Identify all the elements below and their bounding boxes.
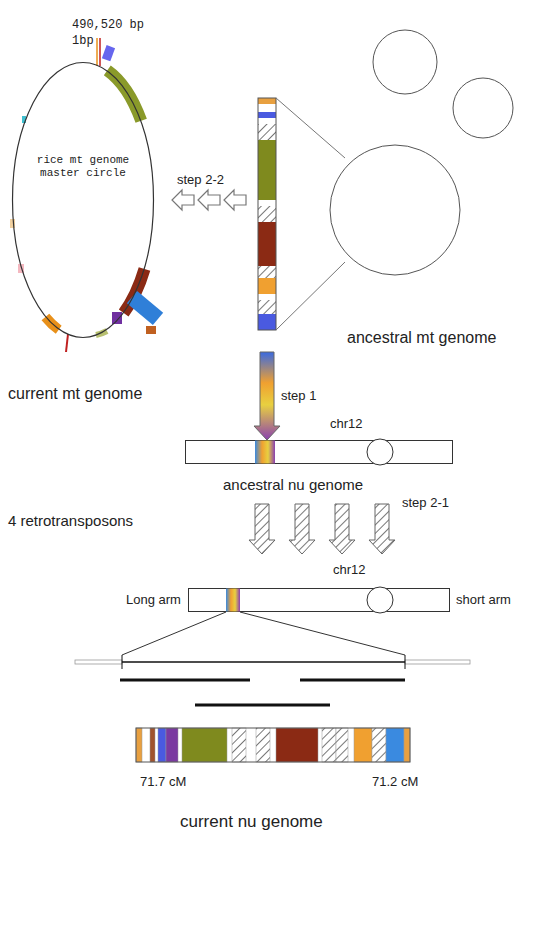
retrotransposon-arrows <box>249 504 355 554</box>
chromosome-outline <box>188 588 450 612</box>
position-label: 490,520 bp <box>72 18 144 32</box>
chromosome-bar: chr12ancestral nu genome <box>185 440 453 464</box>
step-label: step 1 <box>281 388 316 404</box>
genome-caption: ancestral mt genome <box>347 328 496 347</box>
process-note: 4 retrotransposons <box>8 512 133 530</box>
nu-insert-strip <box>136 728 410 762</box>
process-arrow <box>172 190 246 210</box>
chromosome-name: chr12 <box>333 562 366 578</box>
genome-caption: current mt genome <box>8 384 142 403</box>
ancestral-mt-genome-group: ancestral mt genome <box>252 22 534 352</box>
chromosome-name: chr12 <box>330 416 363 432</box>
zoom-lines <box>75 612 470 705</box>
mt-subgenome-circles <box>330 30 513 275</box>
arm-label: Long arm <box>126 592 181 608</box>
map-position: 71.2 cM <box>372 774 418 790</box>
chromosome-outline <box>185 440 453 464</box>
circle-label: rice mt genome master circle <box>28 154 138 180</box>
position-label: 1bp <box>72 34 94 48</box>
mt-genome-circle: rice mt genome master circlecurrent mt g… <box>12 62 154 338</box>
ancestral-mt-strip <box>258 98 345 330</box>
circle-outline <box>12 62 154 338</box>
genome-caption: ancestral nu genome <box>223 476 363 494</box>
process-arrow <box>369 504 395 554</box>
step-label: step 2-1 <box>402 495 449 511</box>
step-label: step 2-2 <box>177 172 224 188</box>
arm-label: short arm <box>456 592 511 608</box>
chromosome-bar: chr12 <box>188 588 450 612</box>
genome-caption: current nu genome <box>180 812 323 832</box>
mt-gene-segments <box>10 38 163 352</box>
map-position: 71.7 cM <box>140 774 186 790</box>
process-arrow <box>254 352 280 440</box>
